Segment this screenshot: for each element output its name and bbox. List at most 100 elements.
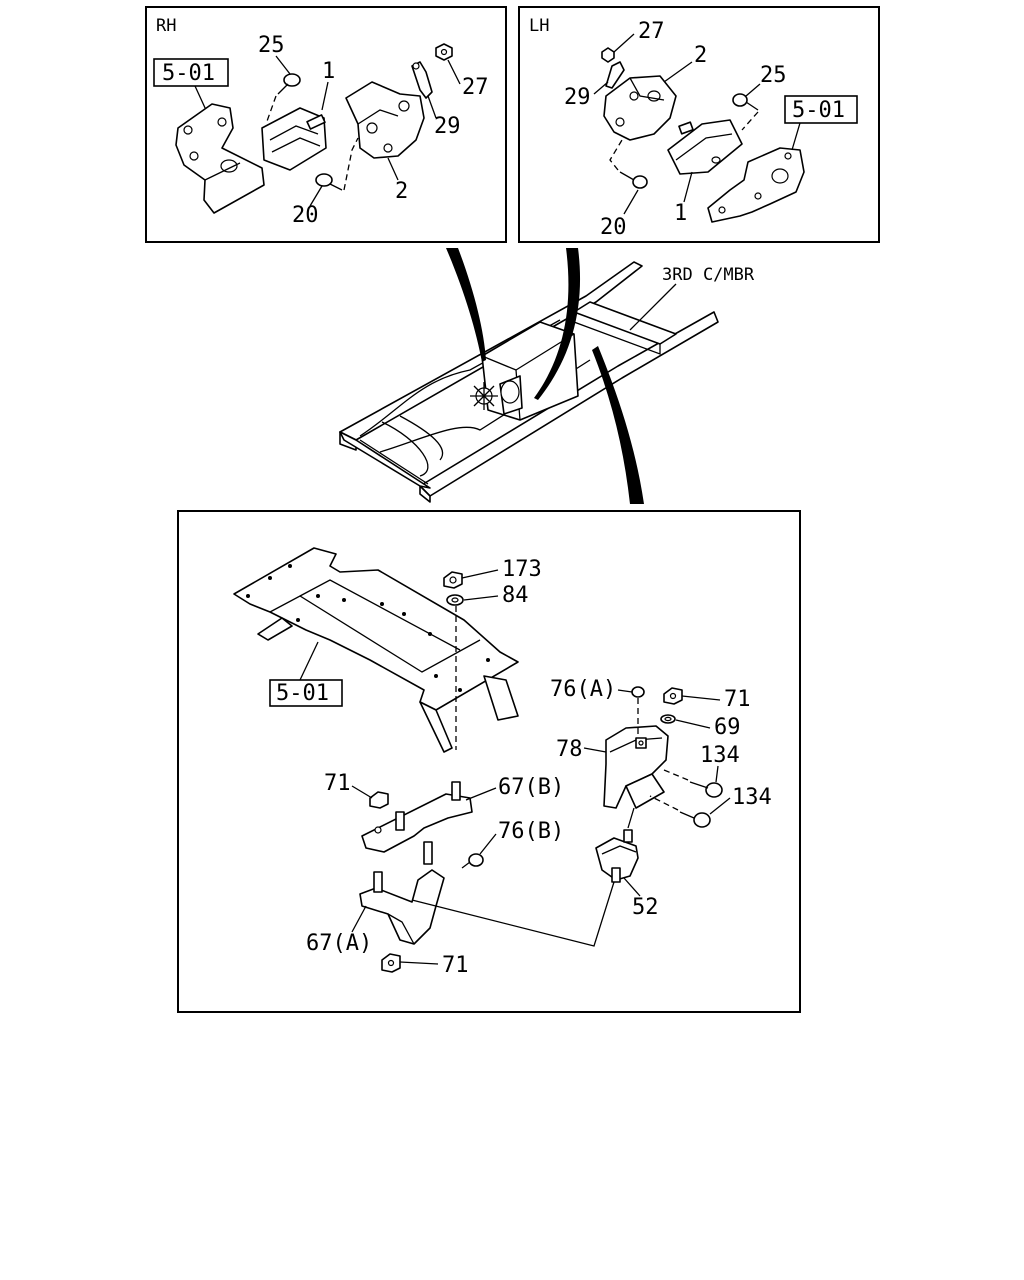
detail-label-71-left: 71: [324, 771, 351, 796]
lh-label-27: 27: [638, 19, 665, 44]
lh-ref-label: 5-01: [792, 98, 845, 123]
detail-leader-71-left: [351, 785, 373, 799]
rh-ref-box[interactable]: [153, 58, 229, 87]
detail-ref-label: 5-01: [276, 681, 329, 706]
rh-bolt-25-icon: [265, 73, 301, 125]
detail-leader-76a: [617, 689, 633, 693]
lh-ref-box[interactable]: [784, 95, 858, 124]
lh-leader-2: [663, 61, 693, 83]
detail-bracket-67a: [359, 841, 445, 945]
rh-clip-29-icon: [411, 61, 433, 99]
lh-bolt-20-icon: [609, 139, 648, 189]
detail-leader-78: [583, 747, 607, 753]
detail-label-71-bottom: 71: [442, 953, 469, 978]
lh-nut-27-icon: [601, 47, 615, 63]
rh-panel-frame: [145, 6, 507, 243]
lh-leader-29: [593, 81, 609, 95]
detail-label-67a: 67(A): [306, 931, 372, 956]
detail-leader-71-right: [681, 695, 721, 701]
detail-leader-76b: [479, 833, 497, 855]
lh-frame-bracket: [707, 147, 805, 223]
rh-ref-label: 5-01: [162, 61, 215, 86]
lh-panel: LH: [518, 6, 880, 243]
detail-callout-arrow: [592, 346, 644, 504]
rh-frame-bracket: [175, 103, 265, 214]
lh-label-1: 1: [674, 201, 687, 226]
detail-nut-173-icon: [443, 571, 463, 589]
engine-fan-icon: [470, 382, 498, 410]
detail-leader-134-lower: [709, 797, 731, 815]
detail-bolt-76b-icon: [461, 853, 484, 869]
rh-leader-25: [275, 55, 291, 75]
detail-leader-84: [463, 595, 499, 601]
detail-leader-134-upper: [715, 765, 719, 783]
lh-bolt-25-icon: [732, 93, 759, 131]
lh-panel-frame: [518, 6, 880, 243]
rh-label-1: 1: [322, 59, 335, 84]
detail-leader-69: [675, 719, 711, 729]
rh-leader-27: [447, 59, 461, 85]
rh-leader-29: [427, 95, 437, 119]
rh-label-2: 2: [395, 179, 408, 204]
lh-label-20: 20: [600, 215, 627, 240]
detail-stopper-52: [595, 829, 639, 883]
detail-label-69: 69: [714, 715, 741, 740]
rh-leader-1: [321, 81, 329, 111]
rh-label-25: 25: [258, 33, 285, 58]
detail-leader-52: [623, 877, 641, 897]
rh-rubber-mount: [261, 107, 327, 171]
lh-rubber-mount: [667, 119, 743, 175]
lh-leader-27: [613, 33, 635, 53]
detail-ref-box[interactable]: [269, 679, 343, 707]
lh-label-2: 2: [694, 43, 707, 68]
detail-label-78: 78: [556, 737, 583, 762]
lh-callout-arrow: [534, 248, 581, 400]
rh-callout-arrow: [446, 248, 486, 362]
chassis-overview: 3RD C/MBR: [339, 261, 755, 503]
lh-leader-25: [745, 83, 761, 97]
detail-bolt-134-lower-icon: [649, 795, 711, 828]
detail-nut-71-bottom-icon: [381, 953, 401, 973]
detail-label-71-right: 71: [724, 687, 751, 712]
overview-leader-3rd-crossmember: [629, 283, 677, 331]
rh-leader-20: [309, 185, 323, 207]
lh-leader-20: [623, 189, 639, 215]
detail-leader-71-bottom: [399, 961, 439, 965]
detail-plate-67b: [361, 781, 473, 853]
rh-label-27: 27: [462, 75, 489, 100]
detail-panel: 5-01: [177, 510, 801, 1013]
rh-panel-header: RH: [156, 16, 176, 36]
detail-panel-frame: [177, 510, 801, 1013]
detail-assembly-line: [411, 881, 615, 947]
rh-label-29: 29: [434, 114, 461, 139]
lh-label-29: 29: [564, 85, 591, 110]
detail-leader-173: [461, 569, 499, 579]
detail-label-134-lower: 134: [732, 785, 772, 810]
rh-bolt-20-icon: [315, 137, 359, 191]
lh-label-25: 25: [760, 63, 787, 88]
detail-ref-leader: [299, 641, 319, 681]
detail-label-67b: 67(B): [498, 775, 564, 800]
detail-label-134-upper: 134: [700, 743, 740, 768]
detail-nut-71-left-icon: [369, 791, 389, 809]
detail-washer-69-icon: [660, 714, 676, 724]
detail-bolt-134-upper-icon: [663, 769, 723, 798]
lh-panel-header: LH: [529, 16, 549, 36]
detail-insulator-78: [603, 725, 669, 809]
detail-bolt-76a-icon: [631, 686, 645, 736]
lh-engine-bracket: [603, 75, 677, 141]
detail-nut-71-right-icon: [663, 687, 683, 705]
detail-leader-67b: [465, 787, 497, 801]
rh-ref-leader: [194, 85, 207, 111]
rh-leader-2: [387, 157, 399, 181]
lh-leader-1: [683, 171, 693, 203]
detail-label-76b: 76(B): [498, 819, 564, 844]
detail-washer-84-icon: [446, 594, 464, 606]
rh-label-20: 20: [292, 203, 319, 228]
detail-crossmember: [233, 547, 519, 753]
detail-leader-67a: [351, 905, 367, 933]
detail-label-173: 173: [502, 557, 542, 582]
detail-label-76a: 76(A): [550, 677, 616, 702]
rh-nut-27-icon: [435, 43, 453, 61]
